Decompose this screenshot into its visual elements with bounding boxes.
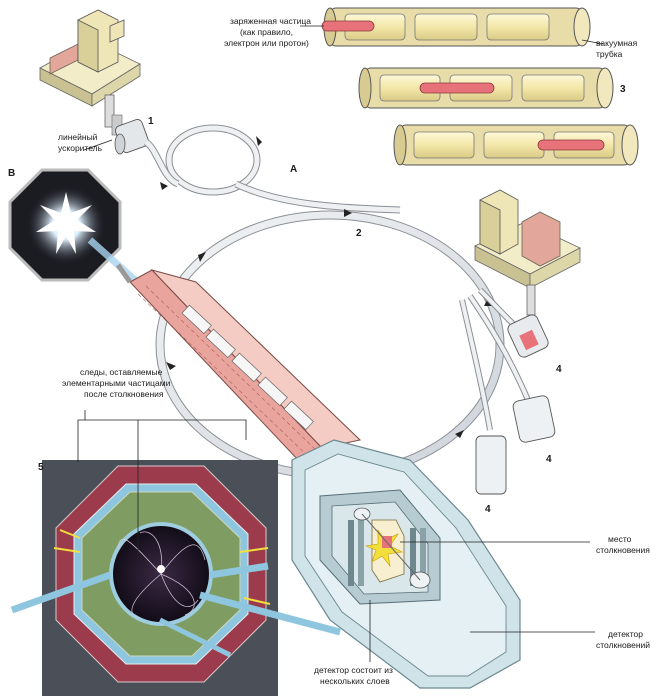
vacuum-tube-label-1: вакуумная xyxy=(596,38,638,48)
detector-label-1: детектор xyxy=(608,629,643,639)
vacuum-tube-1 xyxy=(321,7,591,47)
marker-a: A xyxy=(290,164,297,175)
marker-b: B xyxy=(8,168,15,179)
marker-4b: 4 xyxy=(546,454,552,465)
particle-label-3: электрон или протон) xyxy=(224,38,309,48)
collision-flash-octagon xyxy=(8,168,138,283)
particle-beam xyxy=(321,20,375,32)
marker-4c: 4 xyxy=(485,504,491,515)
particle-label-1: заряженная частица xyxy=(230,16,311,26)
vacuum-tube-2 xyxy=(358,67,614,109)
building-right xyxy=(474,189,581,316)
tracks-label-2: элементарными частицами xyxy=(62,378,171,388)
layers-label-1: детектор состоит из xyxy=(314,665,393,675)
linear-accelerator xyxy=(114,119,149,155)
marker-4a: 4 xyxy=(556,364,562,375)
collision-point-label-2: столкновения xyxy=(596,545,650,555)
detector-cross-section xyxy=(10,460,341,696)
building-top-left xyxy=(39,9,141,136)
beam-dumps xyxy=(459,287,556,495)
collision-detector xyxy=(291,439,521,689)
collision-point-label-1: место xyxy=(608,534,632,544)
linac-label-2: ускоритель xyxy=(58,143,103,153)
linac-label-1: линейный xyxy=(58,132,98,142)
vacuum-tube-label-2: трубка xyxy=(596,49,623,59)
booster-ring xyxy=(143,124,262,196)
marker-5: 5 xyxy=(38,462,44,473)
linear-collider-section xyxy=(115,263,362,463)
layers-label-2: нескольких слоев xyxy=(320,676,390,686)
marker-1: 1 xyxy=(148,116,154,127)
marker-3: 3 xyxy=(620,84,626,95)
particle-label-2: (как правило, xyxy=(240,27,293,37)
tracks-label-3: после столкновения xyxy=(84,389,164,399)
tracks-label-1: следы, оставляемые xyxy=(80,367,163,377)
vacuum-tube-3 xyxy=(393,124,639,166)
marker-2: 2 xyxy=(356,228,362,239)
detector-label-2: столкновений xyxy=(596,640,650,650)
